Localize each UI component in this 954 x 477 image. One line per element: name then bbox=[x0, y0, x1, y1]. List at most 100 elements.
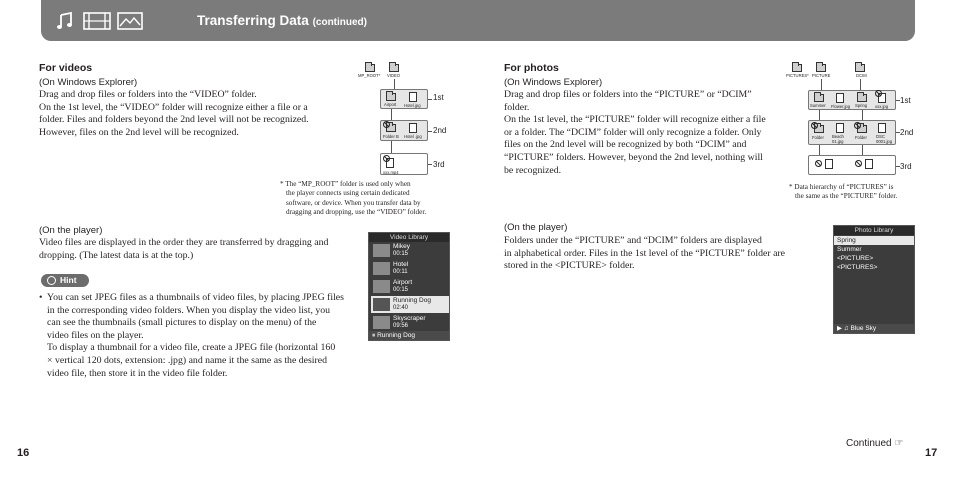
file-label: Hotel.jpg bbox=[404, 103, 421, 108]
file-icon bbox=[878, 123, 886, 133]
level-label: 3rd bbox=[433, 160, 445, 169]
video-name: Hotel bbox=[393, 261, 409, 268]
level-label: 1st bbox=[900, 96, 911, 105]
continued-label: Continued ☞ bbox=[846, 438, 903, 449]
pointing-hand-icon: ☞ bbox=[894, 438, 904, 449]
not-recognized-icon bbox=[383, 155, 390, 162]
not-recognized-icon bbox=[854, 122, 861, 129]
text-line: Video files are displayed in the order t… bbox=[39, 237, 329, 248]
folder-icon bbox=[855, 62, 865, 72]
photo-icon bbox=[117, 12, 143, 30]
folder-icon bbox=[386, 91, 396, 101]
photos-explorer-text: Drag and drop files or folders into the … bbox=[504, 89, 789, 177]
text-line: stored in the <PICTURE> folder. bbox=[504, 260, 635, 272]
note-line: the same as the “PICTURE” folder. bbox=[795, 192, 898, 201]
note-line: dragging and dropping, use the “VIDEO” f… bbox=[286, 208, 427, 217]
screen-footer: ⏸ Running Dog bbox=[369, 331, 449, 340]
folder-icon bbox=[857, 92, 867, 102]
level-label: 1st bbox=[433, 93, 444, 102]
photos-player-subheading: (On the player) bbox=[504, 222, 568, 233]
file-icon bbox=[878, 93, 886, 103]
text-line: in the corresponding video folders. When… bbox=[47, 304, 331, 316]
video-list-item: Mikey 00:15 bbox=[371, 242, 449, 259]
file-icon bbox=[386, 158, 394, 168]
video-name: Skyscraper bbox=[393, 315, 426, 322]
text-line: dropping. (The latest data is at the top… bbox=[39, 249, 194, 261]
text-line: Drag and drop files or folders into the … bbox=[504, 89, 752, 100]
photos-player-text: Folders under the “PICTURE” and “DCIM” f… bbox=[504, 235, 814, 273]
text-line: folder. Files and folders beyond the 2nd… bbox=[39, 114, 309, 126]
folder-label: Summer bbox=[810, 103, 826, 108]
photo-list-item: <PICTURE> bbox=[837, 255, 874, 262]
text-line: However, files on the 2nd level will be … bbox=[39, 126, 239, 138]
videos-player-subheading: (On the player) bbox=[39, 225, 103, 236]
text-line: or a folder. The “DCIM” folder will only… bbox=[504, 126, 762, 138]
title-suffix: (continued) bbox=[312, 17, 367, 28]
video-time: 02:40 bbox=[393, 305, 409, 311]
screen-title: Video Library bbox=[369, 233, 449, 242]
photo-list-item-selected: Spring bbox=[834, 236, 914, 245]
level-1-box bbox=[808, 90, 896, 110]
text-line: On the 1st level, the “VIDEO” folder wil… bbox=[39, 101, 308, 113]
text-line: in alphabetical order. Files in the 1st … bbox=[504, 247, 786, 259]
page-title: Transferring Data (continued) bbox=[197, 13, 367, 28]
note-line: * The “MP_ROOT” folder is used only when bbox=[280, 180, 411, 188]
text-line: Drag and drop files or folders into the … bbox=[39, 89, 257, 100]
folder-icon bbox=[792, 62, 802, 72]
videos-explorer-subheading: (On Windows Explorer) bbox=[39, 77, 138, 88]
text-line: video files on the player. bbox=[47, 329, 144, 341]
file-icon bbox=[836, 93, 844, 103]
video-name: Mikey bbox=[393, 243, 410, 250]
page-number-right: 17 bbox=[925, 447, 938, 459]
video-name: Running Dog bbox=[393, 297, 431, 304]
text-line: files on the 2nd level will be recognize… bbox=[504, 139, 747, 151]
videos-player-text: Video files are displayed in the order t… bbox=[39, 237, 359, 262]
title-text: Transferring Data bbox=[197, 13, 309, 28]
file-icon bbox=[825, 159, 833, 169]
folder-label: Folder bbox=[812, 135, 824, 140]
hint-bullet: • You can set JPEG files as a thumbnails… bbox=[39, 292, 364, 342]
folder-label: PICTURE bbox=[812, 73, 831, 78]
screen-footer: ▶ ♫ Blue Sky bbox=[834, 324, 914, 333]
video-name: Airport bbox=[393, 279, 413, 286]
mp-root-note: * The “MP_ROOT” folder is used only when… bbox=[280, 180, 455, 218]
file-label: xxx.mp4 bbox=[383, 170, 399, 175]
video-list-item: Airport 00:15 bbox=[371, 278, 449, 295]
video-thumbnail bbox=[373, 262, 390, 275]
video-list-item: Skyscraper 09:56 bbox=[371, 314, 449, 331]
folder-icon bbox=[365, 62, 375, 72]
note-line: * Data hierarchy of “PICTURES” is bbox=[789, 183, 894, 191]
photo-library-screen: Photo Library Spring Summer <PICTURE> <P… bbox=[833, 225, 915, 334]
video-list-item-selected: Running Dog 02:40 bbox=[371, 296, 449, 313]
folder-label: Folder bbox=[855, 135, 867, 140]
lightbulb-icon bbox=[47, 276, 56, 285]
folder-label: VIDEO bbox=[387, 73, 401, 78]
folder-label: DCIM bbox=[856, 73, 867, 78]
folder-label: Airport bbox=[384, 102, 397, 107]
file-icon bbox=[865, 159, 873, 169]
page-number-left: 16 bbox=[17, 447, 30, 459]
screen-title: Photo Library bbox=[834, 226, 914, 235]
videos-explorer-text: Drag and drop files or folders into the … bbox=[39, 89, 359, 139]
photos-explorer-subheading: (On Windows Explorer) bbox=[504, 77, 603, 88]
file-icon bbox=[836, 123, 844, 133]
video-thumbnail bbox=[373, 316, 390, 329]
folder-label: PICTURES* bbox=[786, 73, 809, 78]
videos-heading: For videos bbox=[39, 62, 93, 74]
folder-icon bbox=[814, 92, 824, 102]
text-line: × vertical 120 dots, extension: .jpg) an… bbox=[47, 354, 328, 366]
text-line: On the 1st level, the “PICTURE” folder w… bbox=[504, 114, 766, 126]
video-folder-diagram: MP_ROOT* VIDEO Airport Hotel.jpg 1st Fol… bbox=[355, 60, 455, 180]
music-icon bbox=[57, 11, 72, 29]
picture-folder-diagram: PICTURES* PICTURE DCIM Summer Flower.jpg… bbox=[785, 60, 915, 180]
text-line: “PICTURE” folders. However, beyond the 2… bbox=[504, 151, 763, 163]
text-line: video file, then store it in the video f… bbox=[47, 367, 228, 379]
video-time: 00:11 bbox=[393, 269, 408, 275]
header-bar: Transferring Data (continued) bbox=[41, 0, 915, 41]
folder-label: Folder B bbox=[383, 134, 399, 139]
level-label: 2nd bbox=[433, 126, 447, 135]
pause-icon: ⏸ bbox=[372, 332, 376, 339]
video-list-item: Hotel 00:11 bbox=[371, 260, 449, 277]
not-recognized-icon bbox=[815, 160, 822, 167]
pictures-note: * Data hierarchy of “PICTURES” is the sa… bbox=[789, 183, 914, 202]
